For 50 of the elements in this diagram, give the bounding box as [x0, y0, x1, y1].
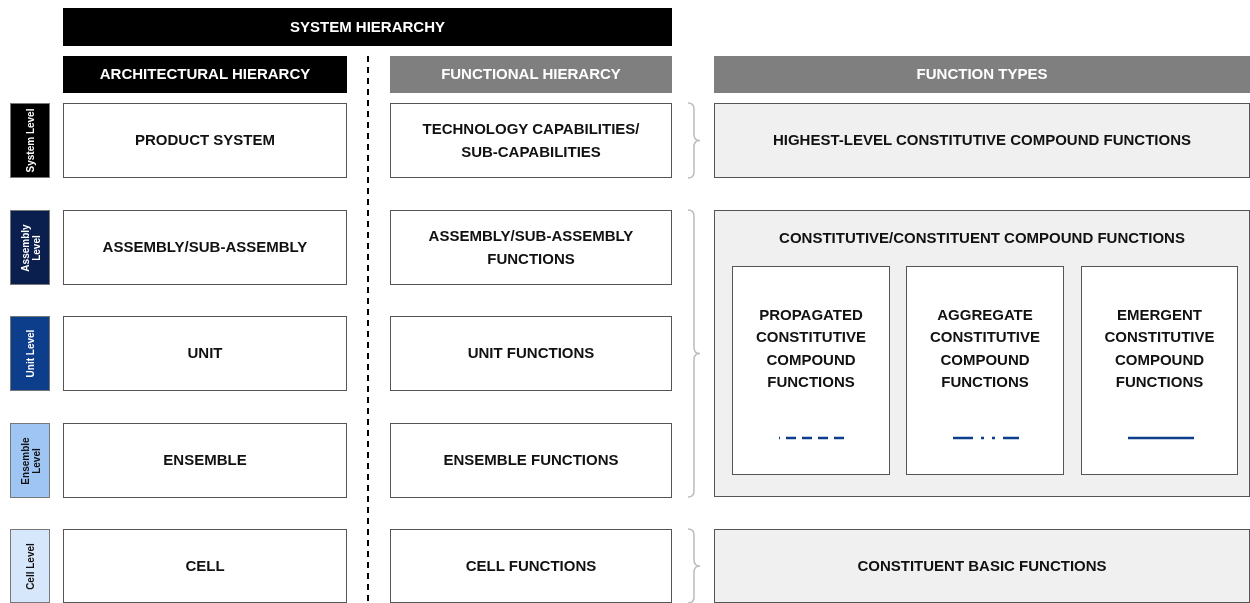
- function-type-panel: [714, 529, 1250, 603]
- box-text: CONSTITUTIVE/CONSTITUENT COMPOUND FUNCTIONS: [779, 228, 1185, 248]
- box-text: ASSEMBLY/SUB-ASSEMBLY FUNCTIONS: [427, 226, 635, 269]
- box-text: PRODUCT SYSTEM: [135, 130, 275, 151]
- box-text: EMERGENT CONSTITUTIVE COMPOUND FUNCTIONS: [1103, 304, 1216, 392]
- box-text: CELL: [185, 555, 225, 576]
- level-label: System Level: [24, 107, 36, 175]
- function-box: [390, 423, 672, 498]
- header-bar: [390, 56, 672, 93]
- box-text: UNIT: [187, 343, 223, 364]
- header-bar: [63, 56, 347, 93]
- function-box: [390, 529, 672, 603]
- function-box: [390, 316, 672, 391]
- function-type-card: [1081, 266, 1238, 475]
- box-text: UNIT FUNCTIONS: [467, 343, 595, 364]
- box-text: CELL FUNCTIONS: [465, 555, 597, 576]
- box-text: ENSEMBLE FUNCTIONS: [443, 450, 619, 471]
- box-text: ASSEMBLY/SUB-ASSEMBLY: [102, 237, 308, 258]
- architecture-box: [63, 423, 347, 498]
- box-text: HIGHEST-LEVEL CONSTITUTIVE COMPOUND FUNCTIONS: [772, 130, 1192, 151]
- header-text: SYSTEM HIERARCHY: [290, 16, 445, 37]
- level-tag: [10, 210, 50, 285]
- level-label: Cell Level: [24, 541, 36, 592]
- header-text: FUNCTIONAL HIERARCY: [441, 64, 621, 85]
- header-text: FUNCTION TYPES: [916, 64, 1048, 85]
- box-text: PROPAGATED CONSTITUTIVE COMPOUND FUNCTIONS: [755, 304, 867, 392]
- box-text: CONSTITUENT BASIC FUNCTIONS: [857, 555, 1107, 576]
- box-text: AGGREGATE CONSTITUTIVE COMPOUND FUNCTIONS: [929, 304, 1041, 392]
- architecture-box: [63, 210, 347, 285]
- function-type-card: [906, 266, 1064, 475]
- architecture-box: [63, 529, 347, 603]
- box-text: ENSEMBLE: [163, 450, 247, 471]
- function-type-panel: [714, 103, 1250, 178]
- box-text: TECHNOLOGY CAPABILITIES/ SUB-CAPABILITIES: [421, 119, 641, 162]
- level-tag: [10, 529, 50, 603]
- architecture-box: [63, 316, 347, 391]
- level-tag: [10, 103, 50, 178]
- function-type-panel: [714, 210, 1250, 497]
- level-tag: [10, 423, 50, 498]
- level-label: Assembly Level: [19, 222, 41, 274]
- function-type-card: [732, 266, 890, 475]
- function-box: [390, 210, 672, 285]
- function-box: [390, 103, 672, 178]
- header-text: ARCHITECTURAL HIERARCY: [99, 64, 311, 85]
- header-bar: [714, 56, 1250, 93]
- level-label: Unit Level: [24, 328, 36, 380]
- header-bar: [63, 8, 672, 46]
- level-label: Ensemble Level: [19, 435, 41, 487]
- architecture-box: [63, 103, 347, 178]
- level-tag: [10, 316, 50, 391]
